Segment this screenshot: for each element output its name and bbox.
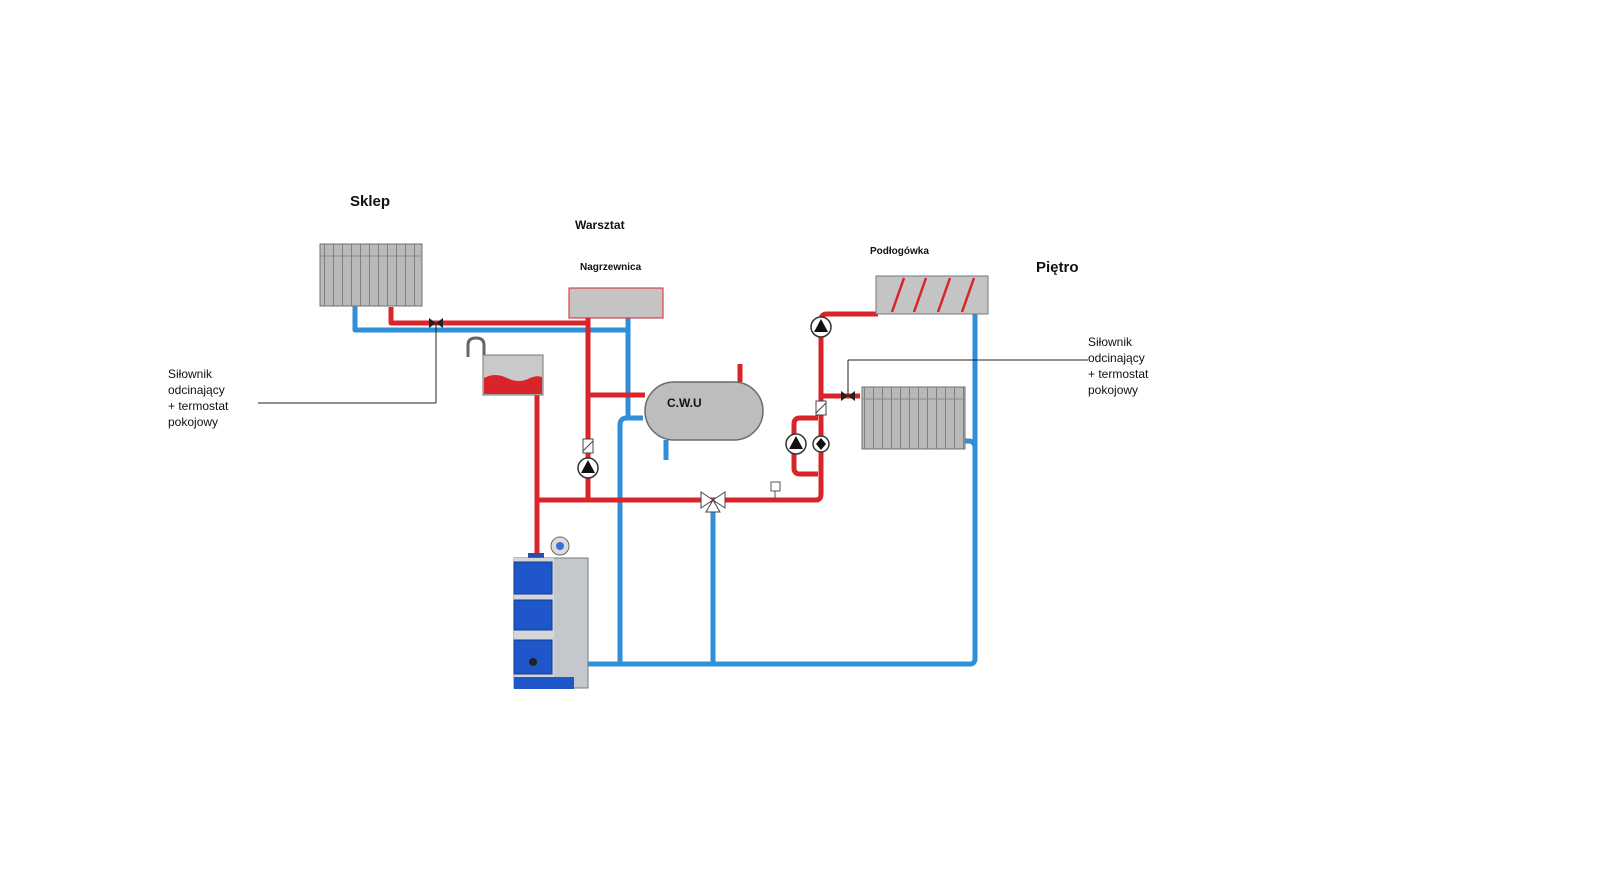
note-left: Siłownik odcinający + termostat pokojowy xyxy=(168,366,228,430)
note-right-line-2: odcinający xyxy=(1088,351,1145,365)
heater-unit xyxy=(568,287,664,319)
note-right-line-1: Siłownik xyxy=(1088,335,1133,349)
cwu-tank xyxy=(644,381,764,441)
note-left-line-3: + termostat xyxy=(168,399,229,413)
note-right-line-3: + termostat xyxy=(1088,367,1149,381)
note-left-line-4: pokojowy xyxy=(168,415,219,429)
valve-sklep-icon xyxy=(429,318,443,403)
pump-left-icon xyxy=(577,457,599,479)
label-nagrzewnica: Nagrzewnica xyxy=(580,262,642,273)
sensor-icon xyxy=(770,481,781,500)
hot-boiler-riser xyxy=(534,311,878,553)
boiler xyxy=(513,536,589,689)
hot-sklep-supply xyxy=(388,307,591,500)
pump-radiator-icon xyxy=(785,433,807,455)
radiator-pietro xyxy=(861,386,966,450)
check-valve-right-icon xyxy=(815,400,827,416)
note-left-line-1: Siłownik xyxy=(168,367,213,381)
label-warsztat: Warsztat xyxy=(575,218,625,232)
expansion-tank xyxy=(466,336,544,396)
pump-floor-icon xyxy=(810,316,832,338)
floor-heating-panel xyxy=(875,275,989,315)
label-pietro: Piętro xyxy=(1036,259,1079,276)
valve-loop-icon xyxy=(812,435,830,453)
cold-cwu-return xyxy=(617,415,643,664)
cold-pipes xyxy=(352,306,978,667)
radiator-sklep xyxy=(319,243,423,307)
hot-pipes xyxy=(388,307,878,553)
note-right: Siłownik odcinający + termostat pokojowy xyxy=(1088,334,1148,398)
label-cwu: C.W.U xyxy=(667,396,702,410)
mixing-valve-icon xyxy=(700,491,726,513)
note-left-line-2: odcinający xyxy=(168,383,225,397)
note-right-line-4: pokojowy xyxy=(1088,383,1139,397)
label-podlogowka: Podłogówka xyxy=(870,246,929,257)
check-valve-left-icon xyxy=(582,438,594,454)
valve-pietro-icon xyxy=(841,360,855,401)
cold-sklep-return xyxy=(352,306,631,333)
cold-return-main xyxy=(555,438,978,667)
label-sklep: Sklep xyxy=(350,193,390,210)
